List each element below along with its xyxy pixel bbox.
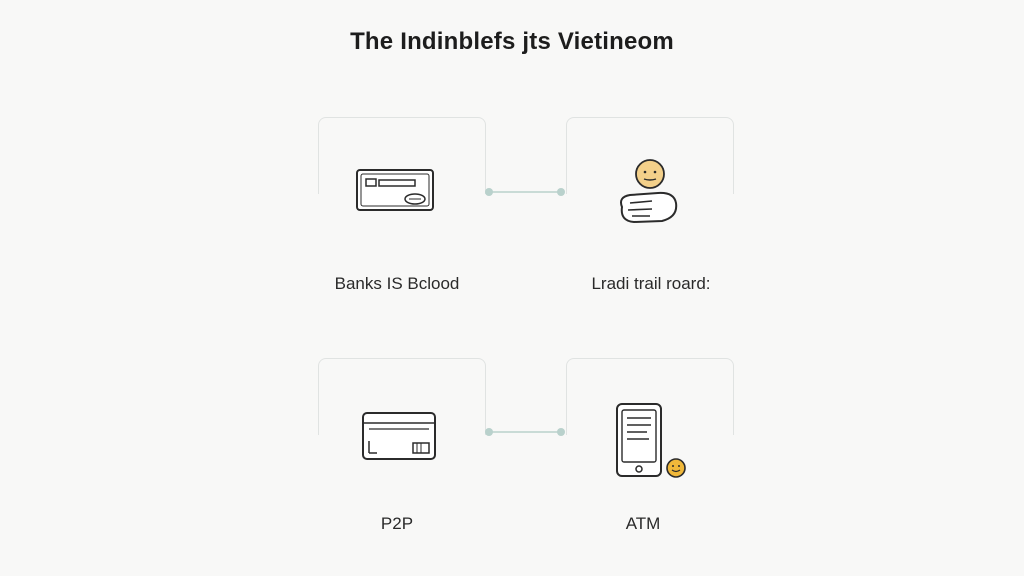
- hand-person-icon: [620, 159, 678, 224]
- connector-top: [485, 188, 565, 196]
- mobile-phone-icon: [616, 403, 686, 478]
- node-label-banks: Banks IS Bclood: [334, 274, 460, 293]
- node-label-atm: ATM: [625, 514, 661, 533]
- diagram-title: The Indinblefs jts Vietineom: [350, 28, 674, 55]
- bank-card-icon: [356, 169, 434, 211]
- credit-card-icon: [362, 412, 436, 460]
- node-card-lradi: [566, 117, 734, 194]
- node-label-lradi: Lradi trail roard:: [591, 274, 711, 293]
- connector-bottom: [485, 428, 565, 436]
- node-card-banks: [318, 117, 486, 194]
- node-label-p2p: P2P: [380, 514, 414, 533]
- node-card-p2p: [318, 358, 486, 435]
- node-card-atm: [566, 358, 734, 435]
